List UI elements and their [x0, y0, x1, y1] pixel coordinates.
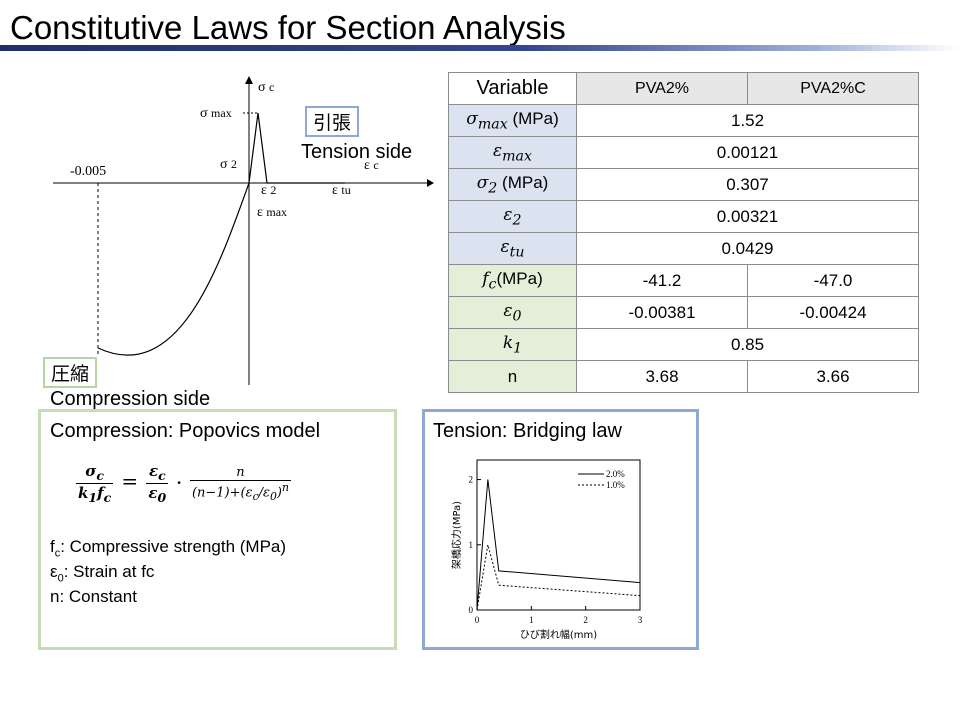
- row-symbol-sub: 0: [512, 308, 522, 325]
- row-symbol: ε: [503, 204, 513, 225]
- y-axis-label: 架橋応力(MPa): [450, 501, 463, 569]
- tension-curve: [248, 112, 345, 184]
- row-label: σ2 (MPa): [448, 168, 577, 201]
- row-unit: (MPa): [497, 172, 549, 192]
- y-tick-label: 2: [469, 475, 474, 485]
- row-label: εtu: [448, 232, 577, 265]
- eps-2-label: ε 2: [261, 183, 277, 198]
- x-tick-label: 0: [475, 615, 480, 625]
- def-e0: ε0: Strain at fc: [50, 562, 155, 585]
- series-line-2.0%: [476, 479, 641, 611]
- row-symbol-sub: c: [488, 276, 497, 293]
- strain-axis-arrow: [427, 179, 434, 187]
- row-label: εmax: [448, 136, 577, 169]
- tension-panel-title: Tension: Bridging law: [433, 420, 622, 442]
- row-label: fc(MPa): [448, 264, 577, 297]
- def-fc: fc: Compressive strength (MPa): [50, 537, 287, 560]
- header-variable: Variable: [448, 72, 577, 105]
- row-unit: n: [507, 366, 518, 386]
- tension-side-label: Tension side: [301, 141, 413, 163]
- row-label: ε0: [448, 296, 577, 329]
- table-row: ε0-0.00381-0.00424: [448, 296, 919, 329]
- row-symbol: ε: [493, 140, 503, 161]
- table-row: σmax (MPa)1.52: [448, 104, 919, 137]
- sigma-2-label: σ 2: [220, 157, 238, 172]
- series-line-1.0%: [476, 544, 641, 611]
- compression-jp-box: 圧縮: [43, 357, 98, 388]
- row-unit: (MPa): [507, 108, 559, 128]
- row-symbol-sub: tu: [509, 244, 525, 261]
- y-tick-label: 0: [469, 605, 474, 615]
- neg-strain-label: -0.005: [70, 164, 107, 179]
- compression-side-label: Compression side: [50, 388, 211, 410]
- compression-panel: [38, 409, 397, 650]
- title-underline: [0, 45, 960, 51]
- y-tick-label: 1: [469, 540, 474, 550]
- x-tick-label: 3: [638, 615, 643, 625]
- sigma-c-label: σ c: [258, 80, 275, 95]
- row-symbol: σ: [466, 108, 478, 129]
- header-pva2: PVA2%: [576, 72, 748, 105]
- row-label: n: [448, 360, 577, 393]
- plot-frame: [476, 459, 641, 611]
- legend-label: 2.0%: [606, 469, 625, 479]
- x-tick-label: 1: [529, 615, 534, 625]
- tension-panel: [422, 409, 699, 650]
- stress-strain-diagram: [53, 76, 434, 385]
- row-symbol: σ: [476, 172, 489, 193]
- row-value-pva2c: -47.0: [747, 264, 919, 297]
- page-title: Constitutive Laws for Section Analysis: [10, 9, 566, 46]
- row-symbol: ε: [500, 236, 510, 257]
- row-value-pva2: -41.2: [576, 264, 748, 297]
- row-value-pva2: 0.0429: [576, 232, 919, 265]
- stress-axis-arrow: [245, 76, 253, 84]
- table-header-row: Variable PVA2% PVA2%C: [448, 72, 919, 105]
- row-value-pva2: -0.00381: [576, 296, 748, 329]
- row-symbol-sub: 2: [512, 212, 522, 229]
- row-value-pva2: 3.68: [576, 360, 748, 393]
- row-label: k1: [448, 328, 577, 361]
- row-symbol-sub: 1: [513, 340, 523, 357]
- row-value-pva2: 0.85: [576, 328, 919, 361]
- row-label: ε2: [448, 200, 577, 233]
- row-symbol: k: [502, 332, 514, 353]
- row-value-pva2c: 3.66: [747, 360, 919, 393]
- row-unit: (MPa): [496, 268, 543, 288]
- table-row: σ2 (MPa)0.307: [448, 168, 919, 201]
- row-label: σmax (MPa): [448, 104, 577, 137]
- eps-max-label: ε max: [257, 205, 288, 220]
- eps-tu-label: ε tu: [332, 183, 351, 198]
- x-axis-label: ひび割れ幅(mm): [520, 628, 597, 641]
- compression-curve: [97, 182, 250, 356]
- row-value-pva2: 0.307: [576, 168, 919, 201]
- header-pva2c: PVA2%C: [747, 72, 919, 105]
- eps-c-label: ε c: [364, 158, 379, 173]
- row-value-pva2: 1.52: [576, 104, 919, 137]
- row-symbol: ε: [503, 300, 513, 321]
- row-symbol-sub: max: [502, 148, 532, 165]
- sigma-max-label: σ max: [200, 106, 232, 121]
- table-row: fc(MPa)-41.2-47.0: [448, 264, 919, 297]
- row-symbol-sub: 2: [488, 180, 498, 197]
- def-n: n: Constant: [50, 587, 137, 606]
- row-value-pva2: 0.00121: [576, 136, 919, 169]
- row-value-pva2: 0.00321: [576, 200, 919, 233]
- row-symbol-sub: max: [477, 116, 508, 133]
- compression-panel-title: Compression: Popovics model: [50, 420, 321, 442]
- bridging-law-chart: 0 1 2 3 0 1 2 2.0%1.0% ひび割れ幅(mm) 架橋応力(MPa): [450, 459, 643, 641]
- row-value-pva2c: -0.00424: [747, 296, 919, 329]
- legend-label: 1.0%: [606, 480, 625, 490]
- x-tick-label: 2: [583, 615, 588, 625]
- row-symbol: f: [482, 268, 489, 289]
- tension-jp-box: 引張: [305, 106, 360, 137]
